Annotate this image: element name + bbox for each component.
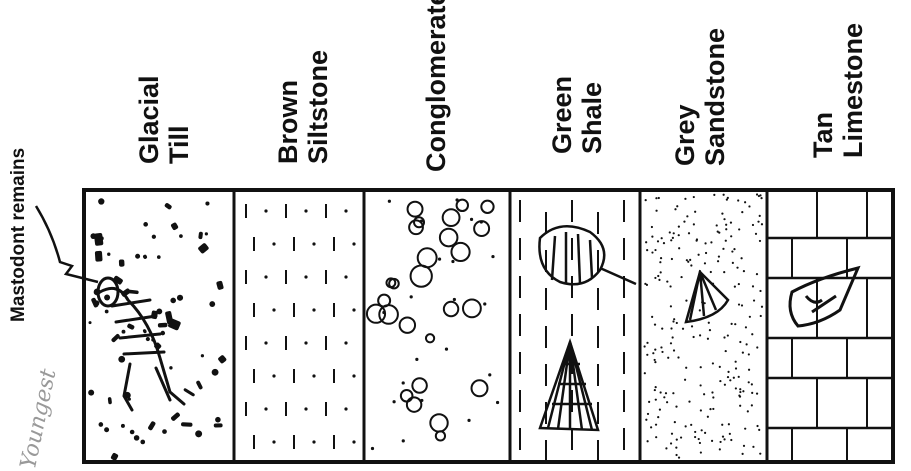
label-line: Conglomerate	[421, 0, 451, 172]
label-line: Glacial	[134, 75, 164, 164]
layer-limestone	[767, 190, 893, 462]
label-line: Tan	[808, 23, 838, 158]
brachiopod-icon	[686, 272, 728, 322]
layer-sandstone	[644, 193, 764, 458]
layer-shale	[520, 200, 624, 462]
callout-leader	[36, 206, 98, 282]
brachiopod-icon	[540, 342, 598, 430]
label-line: Sandstone	[700, 28, 730, 166]
label-line: Grey	[670, 28, 700, 166]
label-glacial-till: Glacial Till	[134, 75, 194, 164]
layer-conglomerate	[367, 198, 499, 450]
label-green-shale: Green Shale	[547, 76, 607, 154]
label-line: Siltstone	[303, 50, 333, 164]
label-conglomerate: Conglomerate	[421, 0, 451, 172]
mastodont-callout-label: Mastodont remains	[4, 148, 34, 322]
layer-till	[88, 198, 227, 461]
mastodon-skeleton-icon	[98, 278, 184, 410]
label-line: Brown	[273, 50, 303, 164]
label-line: Shale	[577, 76, 607, 154]
layer-siltstone	[246, 204, 356, 449]
label-line: Till	[164, 75, 194, 164]
label-line: Limestone	[838, 23, 868, 158]
label-brown-siltstone: Brown Siltstone	[273, 50, 333, 164]
trilobite-icon	[539, 226, 636, 284]
label-line: Green	[547, 76, 577, 154]
label-grey-sandstone: Grey Sandstone	[670, 28, 730, 166]
label-tan-limestone: Tan Limestone	[808, 23, 868, 158]
